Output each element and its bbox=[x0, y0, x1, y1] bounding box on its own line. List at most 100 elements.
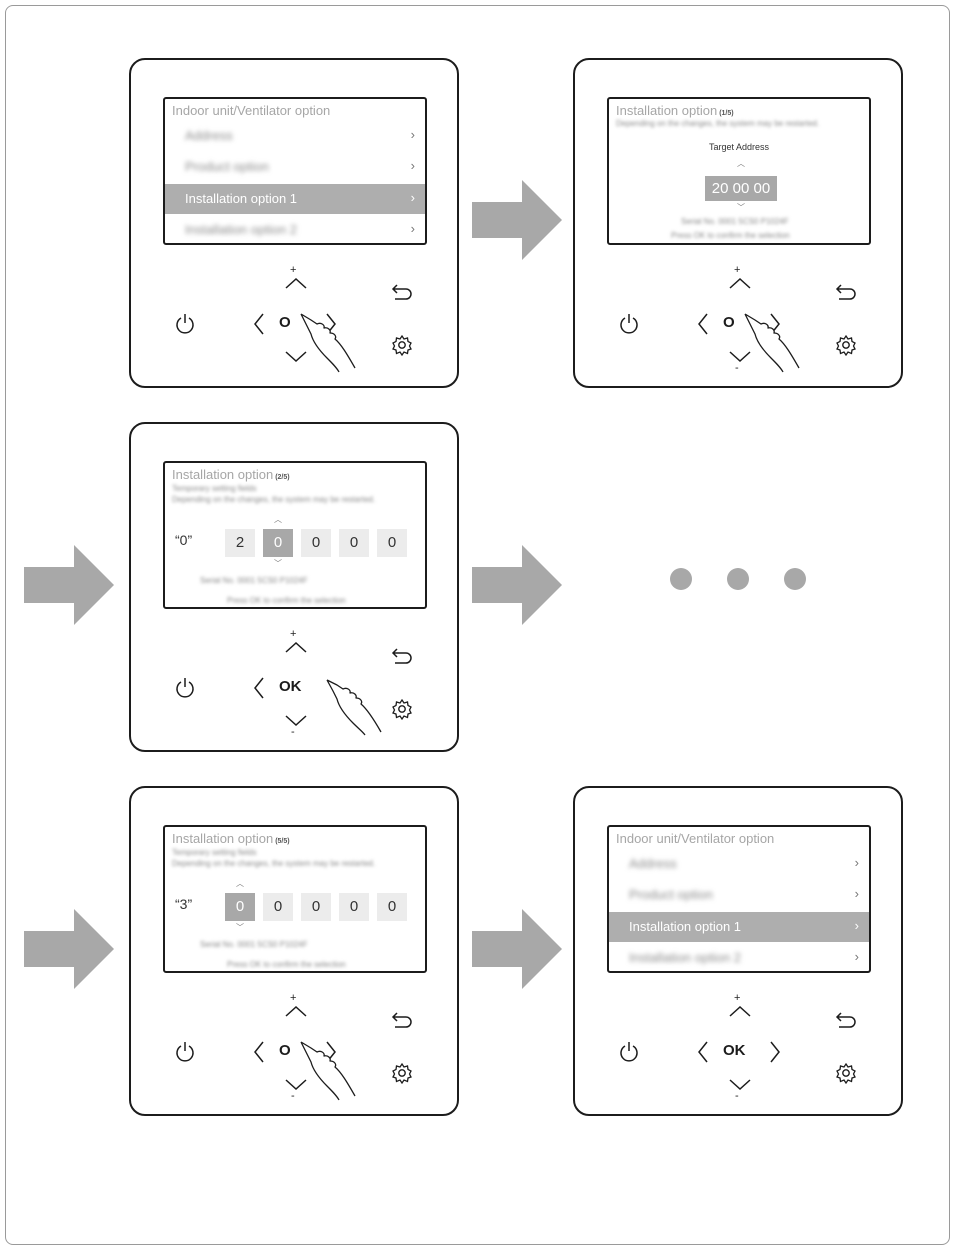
hint-text: Press OK to confirm the selection bbox=[227, 960, 346, 969]
back-icon[interactable] bbox=[391, 282, 413, 300]
digit-cell[interactable]: 0 bbox=[377, 893, 407, 921]
serial-text: Serial No. 0001 5CS0 P1024F bbox=[200, 940, 308, 949]
left-button[interactable] bbox=[253, 1040, 265, 1064]
caret-down-icon: ﹀ bbox=[274, 559, 282, 568]
menu-item-label: Product option bbox=[185, 159, 269, 174]
chevron-right-icon: › bbox=[854, 949, 859, 964]
ok-button[interactable]: O bbox=[723, 314, 735, 331]
menu-item-label: Installation option 2 bbox=[629, 950, 742, 965]
screen-menu: Indoor unit/Ventilator option Address › … bbox=[163, 97, 427, 245]
digit-cell[interactable]: 0 bbox=[339, 893, 369, 921]
down-button[interactable] bbox=[284, 714, 308, 728]
screen-option-digits-5: Installation option(5/5) Temporary setti… bbox=[163, 825, 427, 973]
plus-label: + bbox=[290, 264, 297, 276]
left-button[interactable] bbox=[253, 312, 265, 336]
power-icon[interactable] bbox=[175, 676, 195, 698]
digit-cell[interactable]: 2 bbox=[225, 529, 255, 557]
menu-item-label: Product option bbox=[629, 887, 713, 902]
note-text: Depending on the changes, the system may… bbox=[616, 119, 820, 128]
up-button[interactable] bbox=[728, 276, 752, 290]
menu-item-product-option[interactable]: Product option › bbox=[609, 880, 869, 910]
up-button[interactable] bbox=[284, 1004, 308, 1018]
digit-cell-selected[interactable]: 0 bbox=[263, 529, 293, 557]
caret-up-icon: ︿ bbox=[274, 515, 282, 524]
minus-label: - bbox=[735, 362, 739, 374]
menu-item-address[interactable]: Address › bbox=[609, 849, 869, 879]
ellipsis-dot bbox=[670, 568, 692, 590]
hint-text: Press OK to confirm the selection bbox=[671, 231, 790, 240]
digit-cell[interactable]: 0 bbox=[301, 893, 331, 921]
ellipsis-dot bbox=[784, 568, 806, 590]
down-button[interactable] bbox=[284, 350, 308, 364]
flow-arrow bbox=[24, 909, 114, 989]
up-button[interactable] bbox=[728, 1004, 752, 1018]
left-button[interactable] bbox=[697, 312, 709, 336]
back-icon[interactable] bbox=[391, 1010, 413, 1028]
screen-title: Installation option(2/5) bbox=[172, 467, 290, 482]
plus-label: + bbox=[734, 992, 741, 1004]
menu-item-label: Installation option 1 bbox=[185, 191, 298, 206]
menu-item-product-option[interactable]: Product option › bbox=[165, 152, 425, 182]
down-button[interactable] bbox=[728, 1078, 752, 1092]
digit-cell[interactable]: 0 bbox=[301, 529, 331, 557]
menu-item-installation-option-1[interactable]: Installation option 1 › bbox=[165, 184, 425, 214]
left-button[interactable] bbox=[697, 1040, 709, 1064]
ok-button[interactable]: OK bbox=[723, 1042, 746, 1059]
power-icon[interactable] bbox=[619, 1040, 639, 1062]
chevron-right-icon: › bbox=[854, 886, 859, 901]
flow-arrow bbox=[472, 180, 562, 260]
selected-value-quote: “0” bbox=[175, 532, 193, 548]
up-button[interactable] bbox=[284, 640, 308, 654]
menu-item-label: Address bbox=[185, 128, 233, 143]
screen-title: Installation option(5/5) bbox=[172, 831, 290, 846]
settings-gear-icon[interactable] bbox=[391, 334, 413, 356]
hand-pointer-icon bbox=[300, 1041, 356, 1101]
ok-button[interactable]: O bbox=[279, 314, 291, 331]
menu-item-address[interactable]: Address › bbox=[165, 121, 425, 151]
down-button[interactable] bbox=[284, 1078, 308, 1092]
plus-label: + bbox=[734, 264, 741, 276]
digit-cell[interactable]: 0 bbox=[339, 529, 369, 557]
note-text: Depending on the changes, the system may… bbox=[172, 495, 376, 504]
settings-gear-icon[interactable] bbox=[835, 1062, 857, 1084]
right-button[interactable] bbox=[769, 1040, 781, 1064]
settings-gear-icon[interactable] bbox=[391, 698, 413, 720]
back-icon[interactable] bbox=[835, 282, 857, 300]
left-button[interactable] bbox=[253, 676, 265, 700]
chevron-right-icon: › bbox=[854, 918, 859, 933]
serial-text: Serial No. 0001 5CS0 P1024F bbox=[200, 576, 308, 585]
chevron-right-icon: › bbox=[410, 190, 415, 205]
power-icon[interactable] bbox=[175, 312, 195, 334]
power-icon[interactable] bbox=[619, 312, 639, 334]
back-icon[interactable] bbox=[835, 1010, 857, 1028]
digit-cell[interactable]: 0 bbox=[263, 893, 293, 921]
screen-option-digits-2: Installation option(2/5) Temporary setti… bbox=[163, 461, 427, 609]
minus-label: - bbox=[291, 1090, 295, 1102]
note-text: Depending on the changes, the system may… bbox=[172, 859, 376, 868]
note-text: Temporary setting fields bbox=[172, 848, 257, 857]
ok-button[interactable]: OK bbox=[279, 678, 302, 695]
note-text: Temporary setting fields bbox=[172, 484, 257, 493]
menu-item-installation-option-2[interactable]: Installation option 2 › bbox=[165, 215, 425, 243]
menu-item-installation-option-1[interactable]: Installation option 1 › bbox=[609, 912, 869, 942]
back-icon[interactable] bbox=[391, 646, 413, 664]
controller-panel-1: Indoor unit/Ventilator option Address › … bbox=[129, 58, 459, 388]
menu-item-installation-option-2[interactable]: Installation option 2 › bbox=[609, 943, 869, 971]
settings-gear-icon[interactable] bbox=[391, 1062, 413, 1084]
up-button[interactable] bbox=[284, 276, 308, 290]
controller-panel-2: Installation option(1/5) Depending on th… bbox=[573, 58, 903, 388]
target-address-label: Target Address bbox=[708, 142, 770, 152]
caret-up-icon: ︿ bbox=[737, 159, 745, 168]
chevron-right-icon: › bbox=[410, 158, 415, 173]
chevron-right-icon: › bbox=[410, 127, 415, 142]
screen-target-address: Installation option(1/5) Depending on th… bbox=[607, 97, 871, 245]
ok-button[interactable]: O bbox=[279, 1042, 291, 1059]
digit-cell-selected[interactable]: 0 bbox=[225, 893, 255, 921]
down-button[interactable] bbox=[728, 350, 752, 364]
flow-arrow bbox=[472, 909, 562, 989]
serial-text: Serial No. 0001 5CS0 P1024F bbox=[681, 217, 789, 226]
settings-gear-icon[interactable] bbox=[835, 334, 857, 356]
digit-cell[interactable]: 0 bbox=[377, 529, 407, 557]
power-icon[interactable] bbox=[175, 1040, 195, 1062]
target-address-value[interactable]: 20 00 00 bbox=[705, 176, 777, 201]
